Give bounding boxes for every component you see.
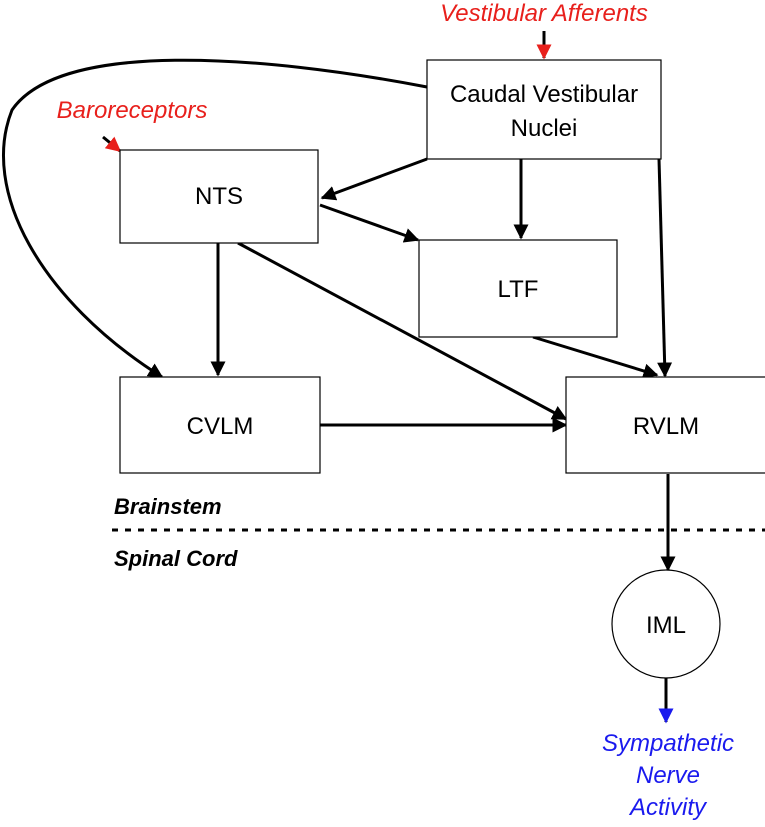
ltf-label: LTF: [498, 276, 539, 303]
cvn-label-line1: Caudal Vestibular: [450, 81, 638, 108]
rvlm-label: RVLM: [633, 413, 699, 440]
node-ltf: LTF: [418, 239, 618, 338]
vestibular-afferents-label: Vestibular Afferents: [440, 0, 648, 27]
node-rvlm: RVLM: [565, 376, 765, 474]
output-label-line2: Nerve: [636, 762, 700, 789]
cvlm-label: CVLM: [187, 413, 254, 440]
cvn-label-line2: Nuclei: [511, 115, 578, 142]
baroreceptor-input-arrow: [102, 135, 122, 153]
spinal-cord-label: Spinal Cord: [114, 546, 238, 571]
edge-cvn-to-rvlm: [657, 158, 673, 378]
output-label-line3: Activity: [628, 794, 708, 821]
nts-label: NTS: [195, 183, 243, 210]
edge-cvn-to-nts: [320, 157, 428, 201]
edge-ltf-to-rvlm: [532, 335, 659, 379]
node-caudal-vestibular-nuclei: Caudal Vestibular Nuclei: [426, 59, 662, 160]
edge-nts-to-ltf: [319, 203, 420, 243]
edge-nts-to-rvlm: [237, 241, 568, 421]
edge-cvn-to-cvlm: [2, 58, 428, 379]
iml-label: IML: [646, 612, 686, 639]
node-iml: IML: [611, 569, 721, 679]
output-label-line1: Sympathetic: [602, 730, 734, 757]
node-nts: NTS: [119, 149, 319, 244]
brainstem-label: Brainstem: [114, 494, 222, 519]
node-cvlm: CVLM: [119, 376, 321, 474]
baroreceptors-label: Baroreceptors: [57, 97, 208, 124]
